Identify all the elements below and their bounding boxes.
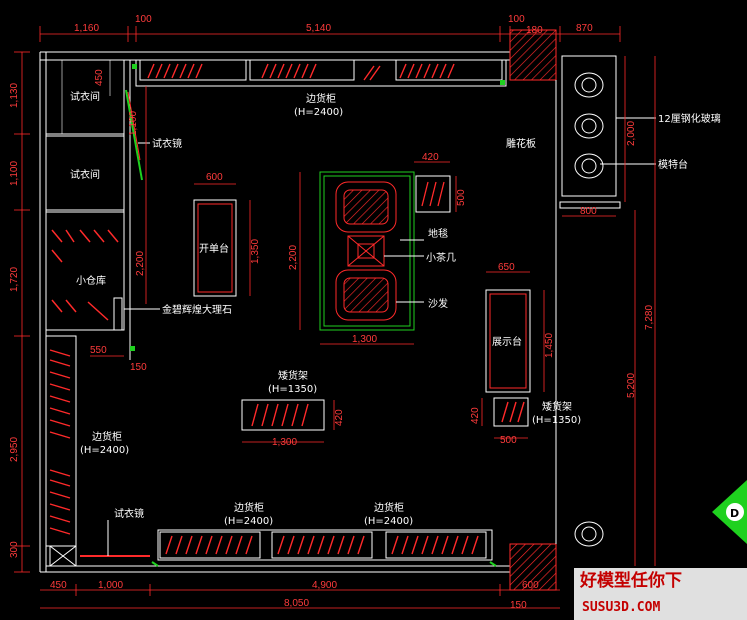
dim-desk-w: 600 bbox=[206, 172, 223, 183]
dim-rack-center-h: 420 bbox=[334, 409, 345, 426]
dim-chair-h: 500 bbox=[456, 189, 467, 206]
dim-rack-right-w: 500 bbox=[500, 435, 517, 446]
dimension-lines bbox=[14, 26, 656, 609]
carved-panel-label: 雕花板 bbox=[506, 137, 536, 150]
dim-bottom-1: 450 bbox=[50, 580, 67, 591]
watermark-line2: SUSU3D.COM bbox=[582, 600, 660, 615]
edge-cabinet-top-hangers bbox=[147, 63, 455, 81]
dim-bottom-3: 4,900 bbox=[312, 580, 337, 591]
dim-wall-2200: 2,200 bbox=[135, 251, 146, 276]
direction-arrow-icon[interactable]: D bbox=[712, 480, 747, 544]
model-figures bbox=[574, 72, 604, 547]
edge-cabinet-bottom-2-height: (H=2400) bbox=[364, 516, 413, 527]
fitting-room-1-label: 试衣间 bbox=[70, 90, 100, 103]
low-rack-right bbox=[493, 397, 529, 427]
low-rack-right-height: (H=1350) bbox=[532, 415, 581, 426]
display-table bbox=[485, 289, 531, 393]
fitting-mirror-strip bbox=[125, 89, 143, 181]
marble-label: 金碧辉煌大理石 bbox=[162, 303, 232, 316]
edge-cabinet-left-height: (H=2400) bbox=[80, 445, 129, 456]
fitting-mirror-top-label: 试衣镜 bbox=[152, 137, 182, 150]
model-stand-label: 模特台 bbox=[658, 158, 688, 171]
dim-bottom-4: 600 bbox=[522, 580, 539, 591]
dim-left-4: 1,720 bbox=[9, 267, 20, 292]
watermark-line1: 好模型任你下 bbox=[579, 570, 682, 591]
dim-fitting-inner: 1,100 bbox=[128, 111, 139, 136]
dim-rack-right-h: 420 bbox=[470, 407, 481, 424]
dim-left-1: 1,130 bbox=[9, 83, 20, 108]
dim-left-6: 300 bbox=[9, 541, 20, 558]
sofa-label: 沙发 bbox=[428, 297, 448, 310]
glass-label: 12厘钢化玻璃 bbox=[658, 112, 721, 125]
watermark: 好模型任你下 SUSU3D.COM bbox=[574, 568, 747, 620]
dim-sofa-area-w: 1,300 bbox=[352, 334, 377, 345]
dim-top-2: 100 bbox=[135, 14, 152, 25]
display-table-label: 展示台 bbox=[492, 335, 522, 348]
edge-cabinet-top-label: 边货柜 bbox=[306, 92, 336, 105]
dim-top-4: 100 bbox=[508, 14, 525, 25]
dim-top-3: 5,140 bbox=[306, 23, 331, 34]
order-desk-label: 开单台 bbox=[199, 242, 229, 255]
dim-chair-w: 420 bbox=[422, 152, 439, 163]
dim-storage-offset: 150 bbox=[130, 362, 147, 373]
edge-cabinet-bottom-1-height: (H=2400) bbox=[224, 516, 273, 527]
dim-desk-h: 1,350 bbox=[250, 239, 261, 264]
edge-cabinet-bottom bbox=[157, 529, 493, 561]
dim-left-3: 1,100 bbox=[9, 161, 20, 186]
dim-rack-center-w: 1,300 bbox=[272, 437, 297, 448]
sofa-bottom bbox=[335, 269, 397, 321]
svg-text:D: D bbox=[730, 507, 739, 520]
dim-display-w: 650 bbox=[498, 262, 515, 273]
dim-top-1: 1,160 bbox=[74, 23, 99, 34]
tea-table-label: 小茶几 bbox=[426, 251, 456, 264]
tea-table bbox=[347, 235, 385, 267]
storage-label: 小仓库 bbox=[76, 274, 106, 287]
dim-bottom-2: 1,000 bbox=[98, 580, 123, 591]
sofa-top bbox=[335, 181, 397, 233]
carpet bbox=[319, 171, 415, 331]
dim-bottom-total: 8,050 bbox=[284, 598, 309, 609]
edge-cabinet-bottom-1-label: 边货柜 bbox=[234, 501, 264, 514]
model-stand bbox=[561, 55, 617, 197]
dim-bottom-6: 150 bbox=[510, 600, 527, 611]
low-rack-center bbox=[241, 399, 325, 431]
dim-left-2: 450 bbox=[94, 69, 105, 86]
carpet-label: 地毯 bbox=[428, 227, 448, 240]
dim-model-w: 800 bbox=[580, 206, 597, 217]
edge-cabinet-left-label: 边货柜 bbox=[92, 430, 122, 443]
dim-right-3: 7,280 bbox=[644, 305, 655, 330]
storage-hangers bbox=[51, 229, 119, 321]
low-rack-center-height: (H=1350) bbox=[268, 384, 317, 395]
dim-storage-w: 550 bbox=[90, 345, 107, 356]
fitting-room-2-label: 试衣间 bbox=[70, 168, 100, 181]
dim-right-1: 2,000 bbox=[626, 121, 637, 146]
fitting-mirror-bottom-label: 试衣镜 bbox=[114, 507, 144, 520]
dim-right-2: 5,200 bbox=[626, 373, 637, 398]
dim-top-6: 870 bbox=[576, 23, 593, 34]
column-top-right bbox=[509, 29, 557, 81]
edge-cabinet-left bbox=[45, 335, 77, 547]
column-markers bbox=[130, 64, 505, 351]
edge-cabinet-top-height: (H=2400) bbox=[294, 107, 343, 118]
low-rack-center-label: 矮货架 bbox=[278, 369, 308, 382]
storage-room bbox=[45, 211, 125, 331]
dim-display-h: 1,450 bbox=[544, 333, 555, 358]
edge-cabinet-bottom-2-label: 边货柜 bbox=[374, 501, 404, 514]
side-chair bbox=[415, 175, 451, 213]
order-desk bbox=[193, 199, 237, 297]
outer-walls bbox=[39, 51, 510, 573]
edge-cabinet-bottom-hangers bbox=[165, 535, 479, 555]
dim-left-5: 2,950 bbox=[9, 437, 20, 462]
edge-cabinet-left-hangers bbox=[49, 349, 71, 535]
low-rack-right-label: 矮货架 bbox=[542, 400, 572, 413]
dim-top-5: 180 bbox=[526, 25, 543, 36]
dim-sofa-area-h: 2,200 bbox=[288, 245, 299, 270]
